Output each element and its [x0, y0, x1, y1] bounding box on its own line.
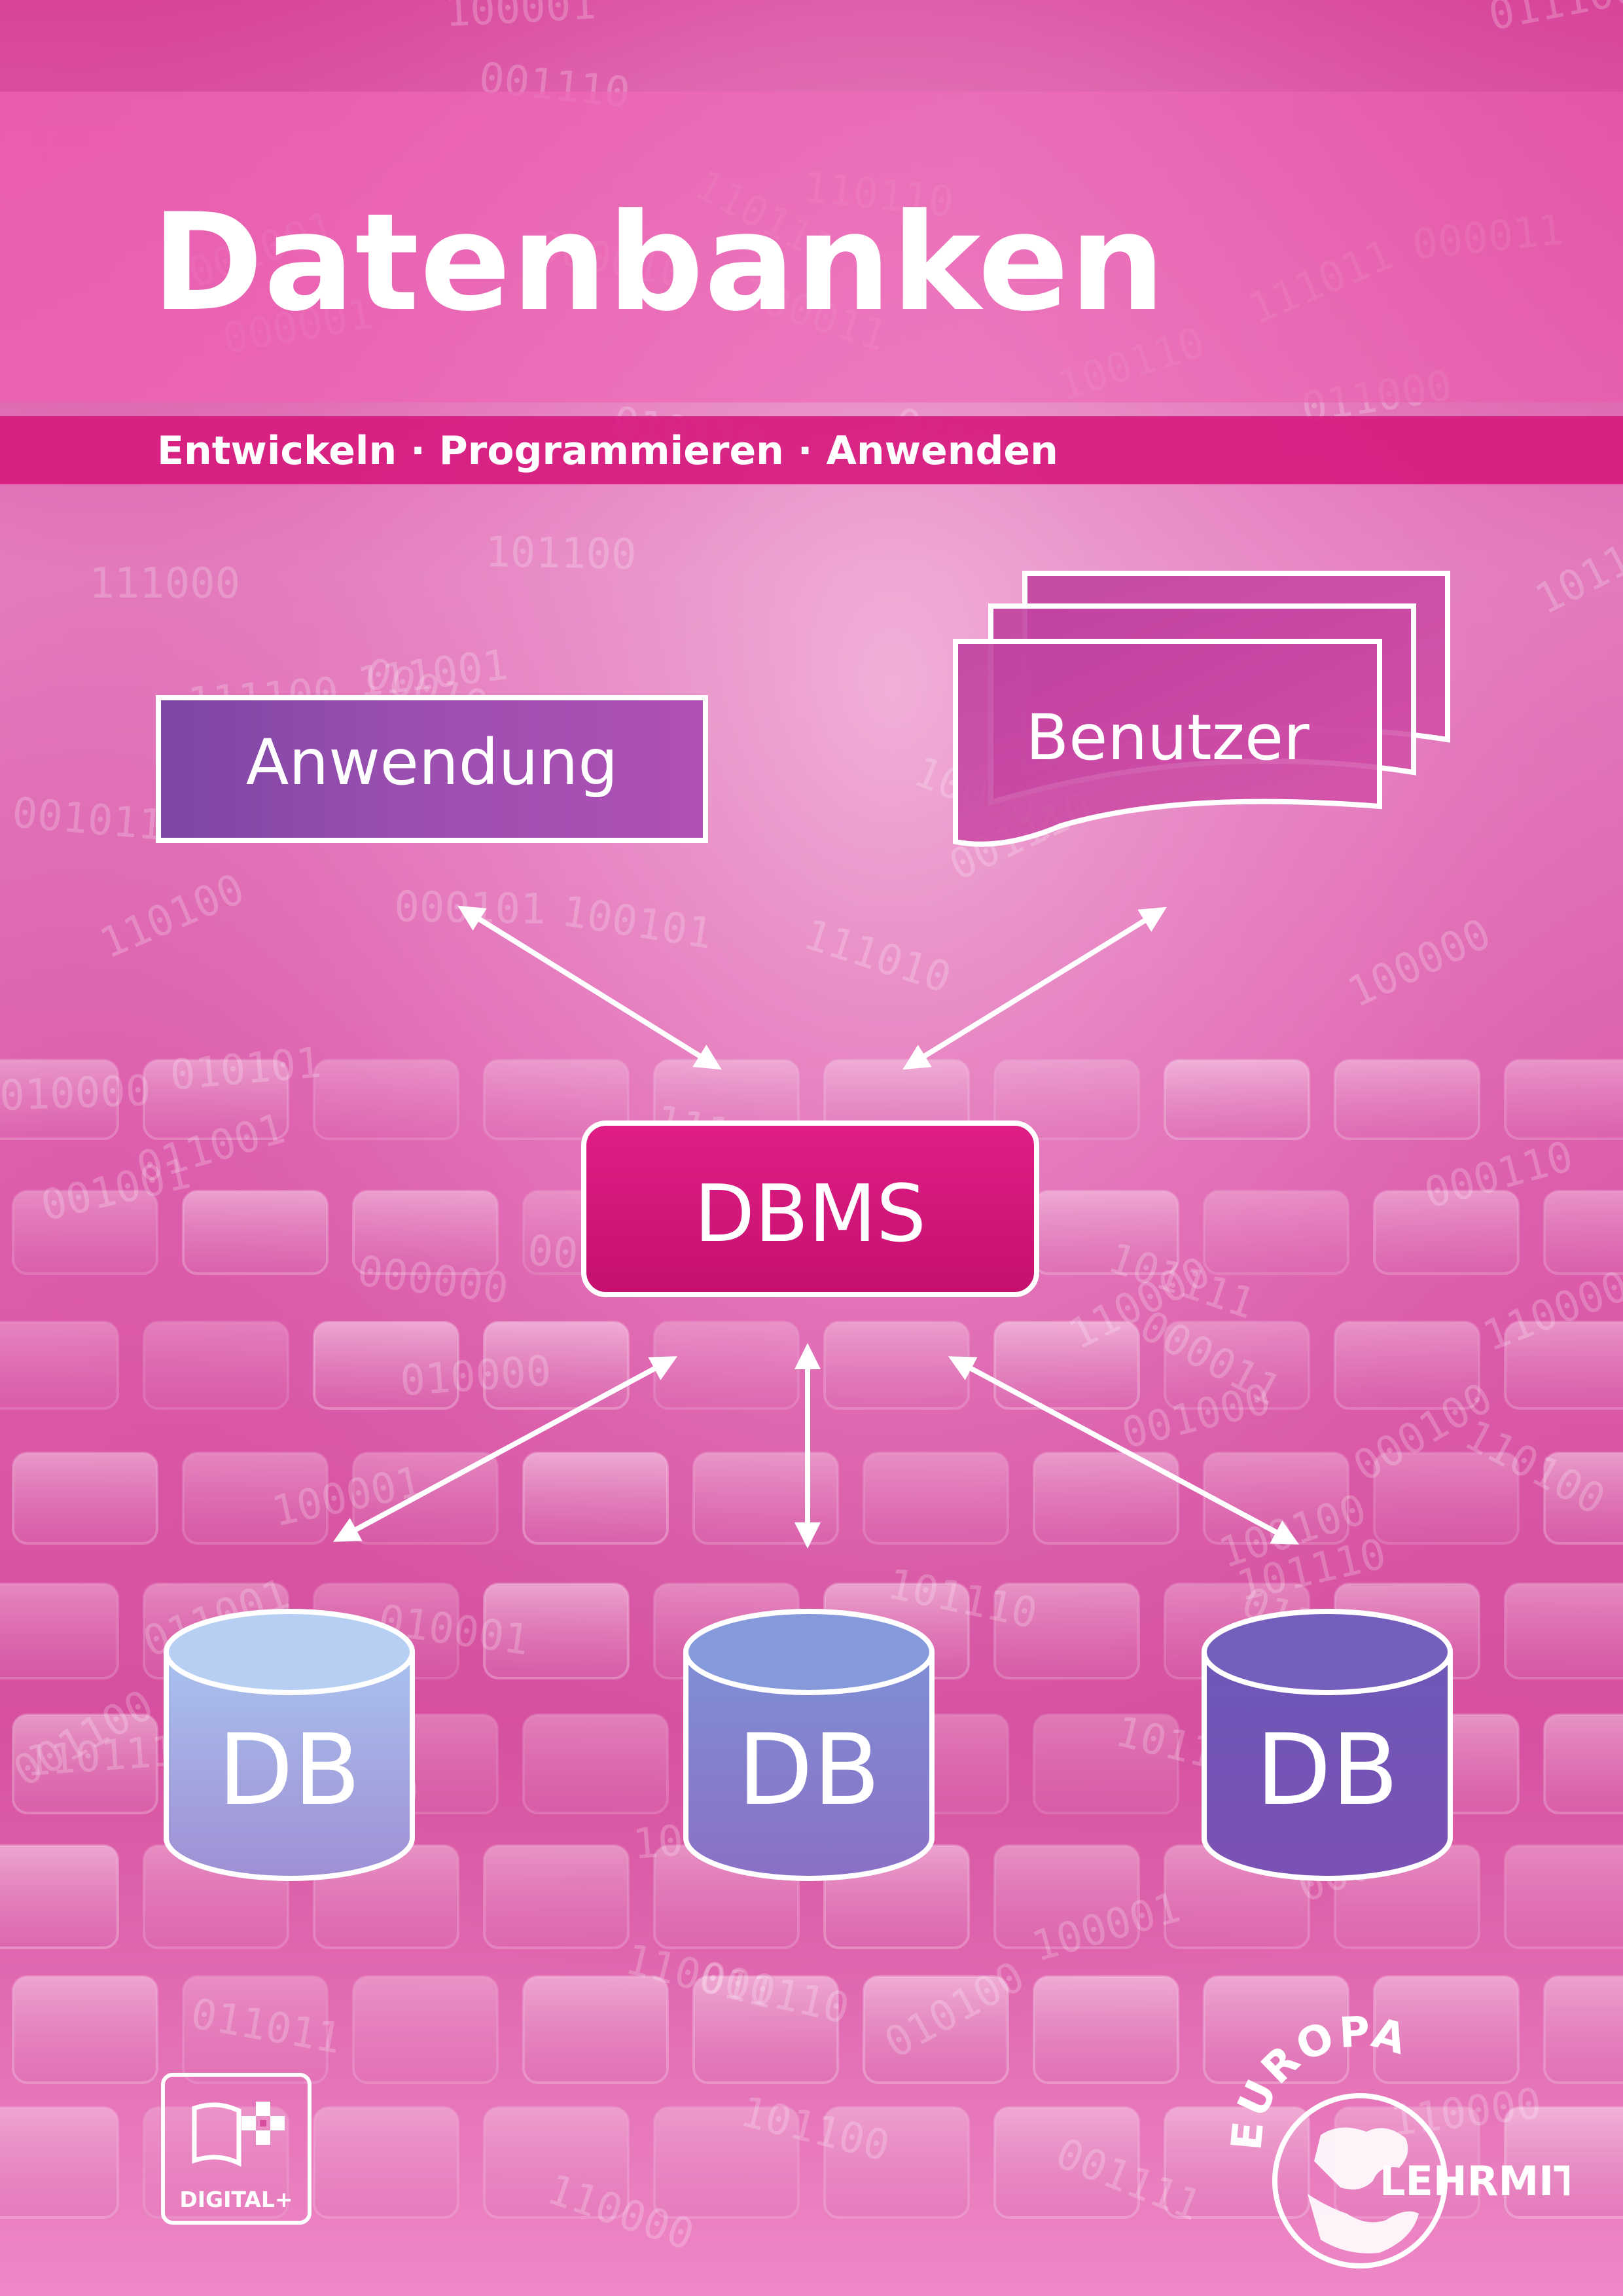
- keyboard-key: [0, 1844, 119, 1949]
- keyboard-key: [1373, 1190, 1520, 1275]
- keyboard-key: [522, 1975, 669, 2084]
- keyboard-key: [1504, 1321, 1623, 1410]
- keyboard-key: [993, 1583, 1140, 1679]
- keyboard-key: [1373, 1452, 1520, 1545]
- binary-digit-pattern: 010000: [0, 1067, 152, 1121]
- keyboard-key: [143, 1059, 289, 1140]
- keyboard-key: [522, 1713, 669, 1814]
- binary-digit-pattern: 111000: [89, 560, 240, 608]
- keyboard-key: [1373, 1975, 1520, 2084]
- dbms-label: DBMS: [694, 1169, 926, 1260]
- keyboard-key: [1543, 1713, 1623, 1814]
- users-label: Benutzer: [1026, 701, 1310, 774]
- publisher-logo: EUROPA LEHRMITTEL: [1222, 2008, 1569, 2269]
- arrow-application-dbms: [457, 905, 722, 1070]
- database-3-label: DB: [1256, 1713, 1399, 1827]
- users-node: Benutzer: [953, 571, 1450, 847]
- keyboard-key: [0, 1321, 119, 1410]
- keyboard-key: [483, 1583, 630, 1679]
- binary-digit-pattern: 101100: [485, 528, 637, 579]
- keyboard-key: [182, 1190, 329, 1275]
- keyboard-key: [692, 1975, 839, 2084]
- database-3: DB: [1202, 1609, 1453, 1881]
- keyboard-key: [1334, 1059, 1480, 1140]
- book-subtitle: Entwickeln · Programmieren · Anwenden: [157, 428, 1058, 474]
- database-2: DB: [683, 1609, 935, 1881]
- keyboard-key: [823, 2106, 970, 2219]
- book-title: Datenbanken: [152, 185, 1166, 341]
- application-label: Anwendung: [246, 726, 618, 799]
- keyboard-key: [483, 1844, 630, 1949]
- keyboard-key: [143, 2106, 289, 2219]
- keyboard-key: [653, 2106, 800, 2219]
- digital-plus-badge: DIGITAL+: [161, 2073, 312, 2225]
- keyboard-key: [1543, 1452, 1623, 1545]
- keyboard-key: [1033, 1975, 1179, 2084]
- database-2-label: DB: [738, 1713, 880, 1827]
- keyboard-key: [12, 1190, 158, 1275]
- keyboard-key: [1504, 1844, 1623, 1949]
- arrow-dbms-db3: [948, 1356, 1300, 1545]
- keyboard-key: [0, 2106, 119, 2219]
- keyboard-key: [1543, 1975, 1623, 2084]
- connection-arrows: [332, 905, 1300, 1549]
- keyboard-key: [182, 1975, 329, 2084]
- arrow-users-dbms: [902, 906, 1167, 1070]
- keyboard-key: [182, 1452, 329, 1545]
- keyboard-key: [12, 1975, 158, 2084]
- dbms-node: DBMS: [581, 1121, 1039, 1297]
- keyboard-key: [1203, 1975, 1349, 2084]
- keyboard-key: [1164, 1059, 1310, 1140]
- title-band: [0, 92, 1623, 403]
- digital-plus-label: DIGITAL+: [179, 2187, 293, 2212]
- arrow-dbms-db1: [332, 1356, 678, 1542]
- keyboard-key: [993, 2106, 1140, 2219]
- keyboard-key: [0, 1583, 119, 1679]
- keyboard-key: [0, 1059, 119, 1140]
- keyboard-key: [352, 1190, 499, 1275]
- binary-digit-pattern: 110111: [24, 1727, 178, 1786]
- keyboard-key: [1033, 1713, 1179, 1814]
- keyboard-key: [1504, 2106, 1623, 2219]
- keyboard-key: [12, 1452, 158, 1545]
- keyboard-key: [313, 1059, 459, 1140]
- keyboard-key: [1543, 1190, 1623, 1275]
- keyboard-key: [12, 1713, 158, 1814]
- book-icon: [192, 2102, 285, 2167]
- keyboard-key: [313, 2106, 459, 2219]
- publisher-name-side: LEHRMITTEL: [1380, 2157, 1569, 2205]
- keyboard-key: [483, 2106, 630, 2219]
- keyboard-key: [1504, 1583, 1623, 1679]
- keyboard-key: [1203, 1190, 1349, 1275]
- keyboard-key: [352, 1975, 499, 2084]
- globe-icon: [1272, 2093, 1448, 2269]
- keyboard-key: [863, 1975, 1009, 2084]
- keyboard-key: [1504, 1059, 1623, 1140]
- application-node: Anwendung: [156, 695, 708, 843]
- keyboard-key: [1334, 1321, 1480, 1410]
- subtitle-bar: [0, 416, 1623, 484]
- keyboard-key: [993, 1844, 1140, 1949]
- database-1-label: DB: [218, 1713, 361, 1827]
- database-1: DB: [164, 1609, 415, 1881]
- keyboard-key: [143, 1321, 289, 1410]
